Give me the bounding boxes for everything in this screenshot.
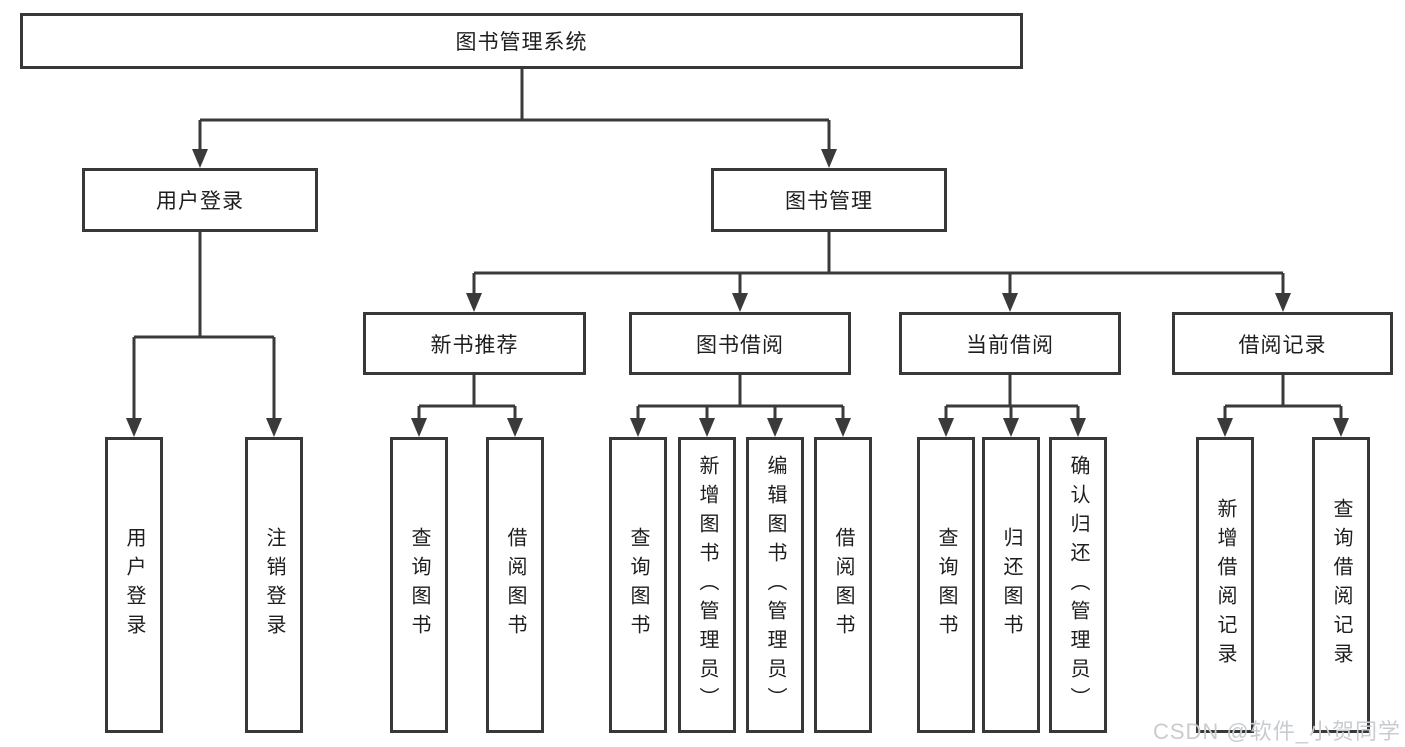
leaf-current-query-books: 查询图书 [917,437,975,733]
leaf-user-login-label: 用户登录 [123,527,145,643]
leaf-current-return-books-label: 归还图书 [1000,527,1022,643]
leaf-current-confirm-return-admin: 确认归还（管理员） [1049,437,1107,733]
node-book-borrow: 图书借阅 [629,312,851,375]
leaf-current-return-books: 归还图书 [982,437,1040,733]
leaf-records-add-borrow-record: 新增借阅记录 [1196,437,1254,733]
leaf-borrow-edit-books-admin-label: 编辑图书（管理员） [764,454,786,716]
leaf-borrow-borrow-books-label: 借阅图书 [832,527,854,643]
csdn-watermark: CSDN @软件_小贺同学 [1152,719,1401,744]
leaf-borrow-add-books-admin-label: 新增图书（管理员） [696,454,718,716]
node-current-borrow-label: 当前借阅 [966,333,1054,357]
leaf-borrow-edit-books-admin: 编辑图书（管理员） [746,437,804,733]
node-new-book-recommend: 新书推荐 [363,312,586,375]
node-book-borrow-label: 图书借阅 [696,333,784,357]
leaf-records-query-borrow-record: 查询借阅记录 [1312,437,1370,733]
leaf-user-login: 用户登录 [105,437,163,733]
node-new-book-recommend-label: 新书推荐 [430,333,519,357]
leaf-logout: 注销登录 [245,437,303,733]
leaf-current-confirm-return-admin-label: 确认归还（管理员） [1067,454,1089,716]
leaf-newrec-borrow-books: 借阅图书 [486,437,544,733]
node-borrow-records: 借阅记录 [1172,312,1393,375]
node-user-login: 用户登录 [82,168,318,232]
node-book-mgmt-label: 图书管理 [785,190,873,213]
leaf-newrec-query-books: 查询图书 [390,437,448,733]
node-borrow-records-label: 借阅记录 [1238,333,1327,357]
node-root: 图书管理系统 [20,13,1023,69]
leaf-newrec-borrow-books-label: 借阅图书 [504,527,526,643]
leaf-borrow-query-books-label: 查询图书 [627,527,649,643]
leaf-records-query-borrow-record-label: 查询借阅记录 [1330,498,1352,672]
node-current-borrow: 当前借阅 [899,312,1121,375]
leaf-borrow-add-books-admin: 新增图书（管理员） [678,437,736,733]
node-book-mgmt: 图书管理 [711,168,947,232]
leaf-records-add-borrow-record-label: 新增借阅记录 [1214,498,1236,672]
leaf-newrec-query-books-label: 查询图书 [408,527,430,643]
node-root-label: 图书管理系统 [455,31,588,54]
leaf-logout-label: 注销登录 [263,527,285,643]
leaf-borrow-borrow-books: 借阅图书 [814,437,872,733]
node-user-login-label: 用户登录 [156,190,244,213]
leaf-current-query-books-label: 查询图书 [935,527,957,643]
leaf-borrow-query-books: 查询图书 [609,437,667,733]
